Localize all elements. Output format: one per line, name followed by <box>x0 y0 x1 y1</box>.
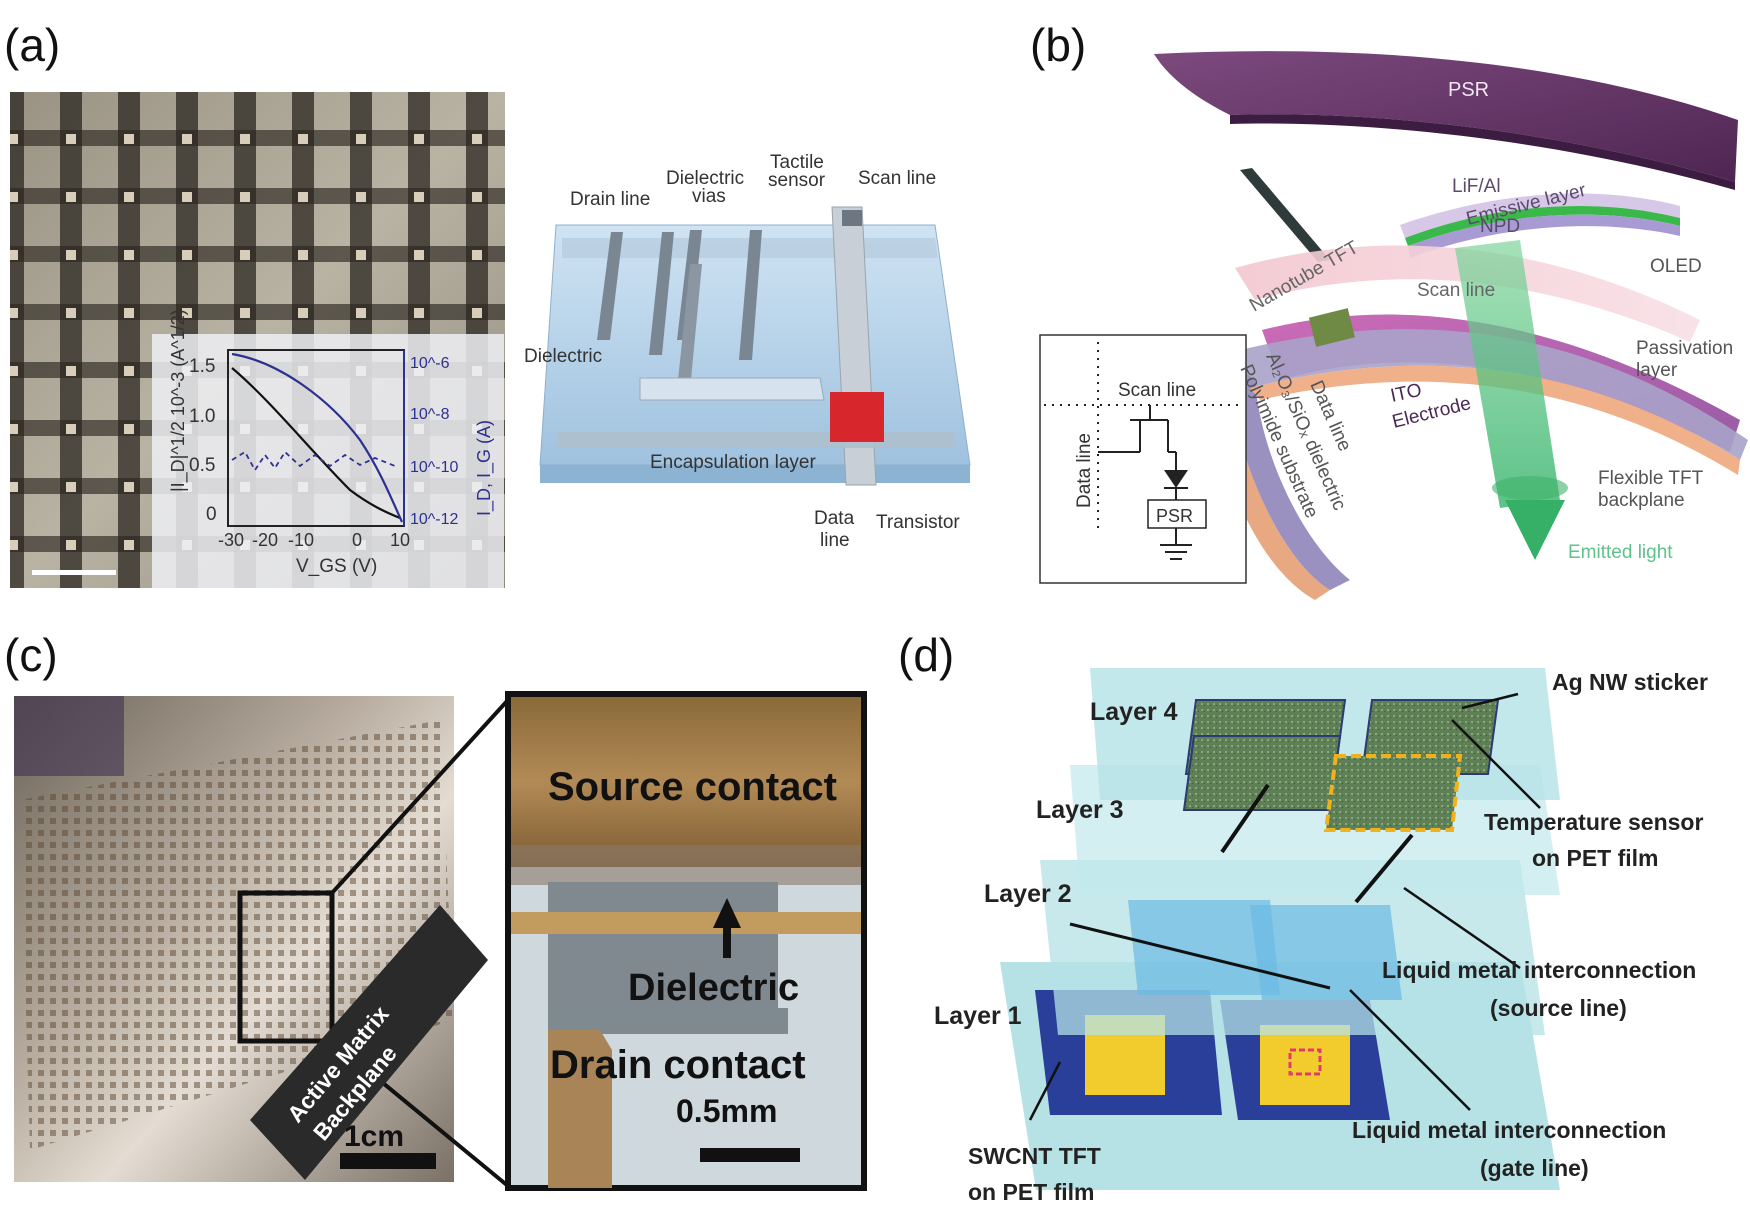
label-psr: PSR <box>1448 79 1489 101</box>
label-scan-line-a: Scan line <box>858 168 936 189</box>
label-passivation-1: Passivation <box>1636 338 1733 359</box>
label-encapsulation-layer: Encapsulation layer <box>650 452 816 473</box>
circuit-psr: PSR <box>1156 506 1193 526</box>
panel-a-inset-chart <box>152 334 504 588</box>
label-emitted-light: Emitted light <box>1568 542 1673 563</box>
inset-y-left-label: |I_D|^1/2 10^-3 (A^1/2) <box>168 309 189 492</box>
label-drain-line: Drain line <box>570 189 650 210</box>
label-temp-1: Temperature sensor <box>1484 809 1703 835</box>
label-lm-gate-1: Liquid metal interconnection <box>1352 1117 1666 1143</box>
label-lif-al: LiF/Al <box>1452 176 1501 197</box>
panel-a-schematic <box>539 206 971 486</box>
label-drain-contact: Drain contact <box>550 1043 806 1087</box>
panel-c-scale-bar-1 <box>340 1153 436 1169</box>
inset-x-tick: 0 <box>352 530 362 550</box>
label-ag-nw: Ag NW sticker <box>1552 669 1708 695</box>
label-ito-1: ITO <box>1389 380 1424 407</box>
inset-y-left-tick: 0 <box>206 504 217 525</box>
label-lm-source-2: (source line) <box>1490 995 1627 1021</box>
label-oled: OLED <box>1650 256 1702 277</box>
circuit-data-line: Data line <box>1074 433 1095 508</box>
inset-x-tick: -10 <box>288 530 314 550</box>
panel-a-scale-bar <box>32 570 116 575</box>
label-tactile-sensor-2: sensor <box>768 170 826 191</box>
inset-x-label: V_GS (V) <box>296 556 377 577</box>
label-scale-05mm: 0.5mm <box>676 1093 777 1129</box>
label-source-contact: Source contact <box>548 765 837 809</box>
inset-y-right-label: I_D, I_G (A) <box>474 420 495 516</box>
label-lm-gate-2: (gate line) <box>1480 1155 1589 1181</box>
label-swcnt-2: on PET film <box>968 1179 1095 1205</box>
panel-c-micrograph <box>505 691 867 1191</box>
inset-y-right-tick: 10^-10 <box>410 459 459 476</box>
inset-y-right-tick: 10^-6 <box>410 355 450 372</box>
label-flexible-2: backplane <box>1598 490 1685 511</box>
panel-b-drawing <box>1154 51 1748 600</box>
panel-b-circuit <box>1039 334 1247 584</box>
label-lm-source-1: Liquid metal interconnection <box>1382 957 1696 983</box>
label-temp-2: on PET film <box>1532 845 1659 871</box>
label-swcnt-1: SWCNT TFT <box>968 1143 1101 1169</box>
label-layer1: Layer 1 <box>934 1002 1022 1030</box>
label-dielectric-c: Dielectric <box>628 967 799 1009</box>
panel-c-scale-bar-2 <box>700 1148 800 1162</box>
label-layer4: Layer 4 <box>1090 698 1178 726</box>
label-tactile-sensor-1: Tactile <box>770 152 824 173</box>
inset-y-left-tick: 1.5 <box>189 356 215 377</box>
label-layer3: Layer 3 <box>1036 796 1124 824</box>
label-flexible-1: Flexible TFT <box>1598 468 1704 489</box>
label-dielectric-vias-2: vias <box>692 186 726 207</box>
psr-layer <box>1154 51 1738 182</box>
inset-y-left-tick: 1.0 <box>189 406 215 427</box>
panel-c-photo <box>14 696 510 1188</box>
label-data-line-2: line <box>820 530 850 551</box>
inset-x-tick: -30 <box>218 530 244 550</box>
panel-c-label: (c) <box>4 629 58 681</box>
inset-x-tick: 10 <box>390 530 410 550</box>
panel-d-drawing <box>1000 668 1560 1190</box>
label-layer2: Layer 2 <box>984 880 1072 908</box>
inset-y-left-tick: 0.5 <box>189 455 215 476</box>
label-npd: NPD <box>1480 216 1520 237</box>
inset-y-right-tick: 10^-12 <box>410 511 459 528</box>
panel-d-label: (d) <box>898 629 955 681</box>
label-transistor: Transistor <box>876 512 960 533</box>
inset-y-right-tick: 10^-8 <box>410 406 450 423</box>
label-scale-1cm: 1cm <box>344 1120 404 1153</box>
inset-curve-blue <box>231 352 404 523</box>
label-scan-line-b: Scan line <box>1417 280 1495 301</box>
label-data-line-1: Data <box>814 508 855 529</box>
inset-x-tick: -20 <box>252 530 278 550</box>
label-dielectric-vias-1: Dielectric <box>666 168 744 189</box>
inset-curve-blue-dashed <box>231 450 396 472</box>
inset-curve-black <box>231 367 401 520</box>
zoom-box <box>237 890 335 1044</box>
transistor-block <box>830 392 884 442</box>
label-passivation-2: layer <box>1636 360 1678 381</box>
panel-b-label: (b) <box>1030 19 1087 71</box>
circuit-scan-line: Scan line <box>1118 380 1196 401</box>
panel-a-label: (a) <box>4 19 61 71</box>
label-dielectric-a: Dielectric <box>524 346 602 367</box>
